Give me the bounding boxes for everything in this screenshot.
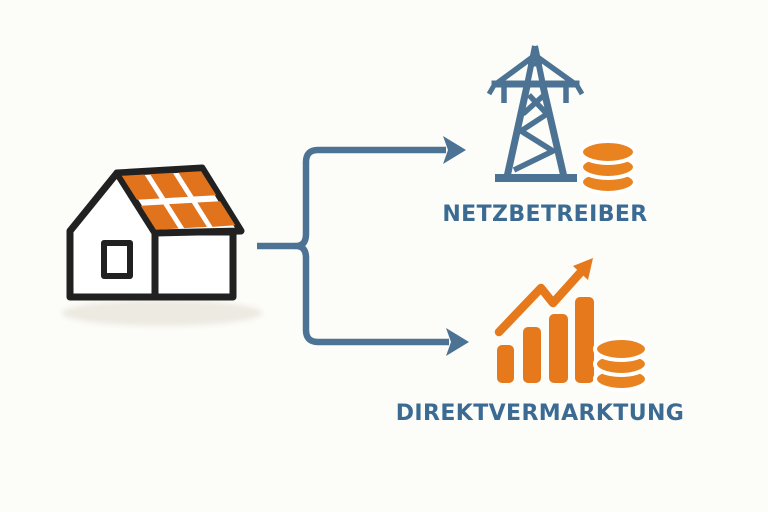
house-shadow xyxy=(62,300,262,326)
solar-panels xyxy=(121,171,236,230)
solar-house-icon xyxy=(62,164,262,326)
branch-connector xyxy=(257,136,469,356)
window xyxy=(101,240,133,279)
growth-bar-chart-icon xyxy=(494,258,649,392)
arrow-head-top-icon xyxy=(443,136,466,164)
coin-stack-icon xyxy=(593,336,649,392)
direktvermarktung-label: DIREKTVERMARKTUNG xyxy=(395,401,685,426)
netzbetreiber-label: NETZBETREIBER xyxy=(442,202,648,227)
trend-arrow-icon xyxy=(494,258,593,337)
coin-stack-icon xyxy=(579,139,637,195)
arrow-head-bottom-icon xyxy=(446,328,469,356)
power-pylon-icon xyxy=(486,45,637,195)
pylon-structure xyxy=(486,45,585,182)
bars xyxy=(497,297,594,383)
